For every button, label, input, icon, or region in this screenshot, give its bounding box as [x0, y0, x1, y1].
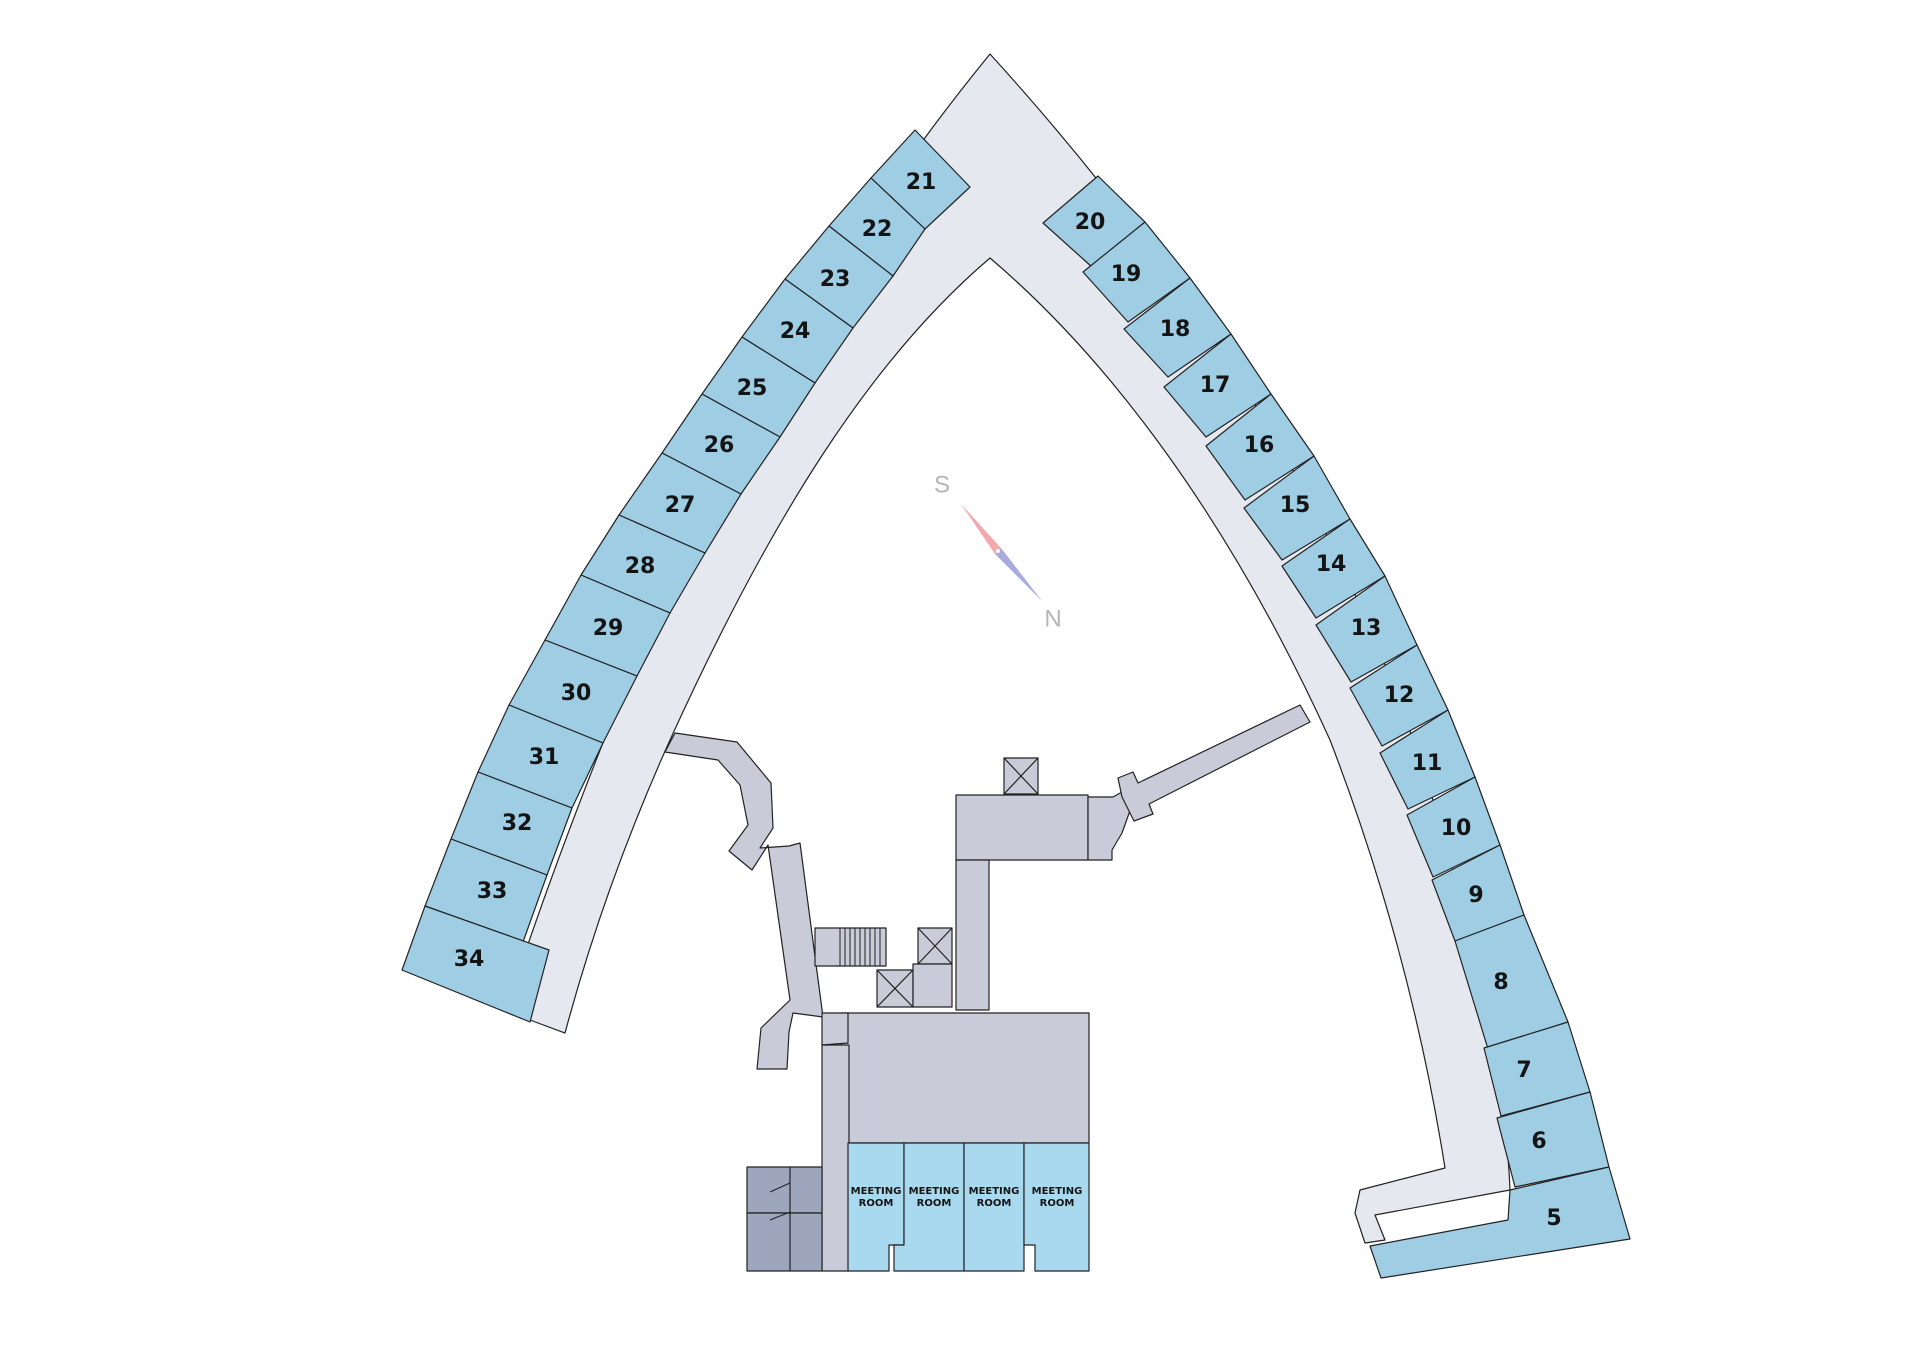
- meeting-room-1-label-2: ROOM: [859, 1198, 894, 1209]
- room-22-label: 22: [862, 217, 893, 242]
- room-5-label: 5: [1546, 1206, 1561, 1231]
- central-lobby: [840, 1012, 1090, 1144]
- room-27-label: 27: [665, 493, 696, 518]
- meeting-room-2-label-2: ROOM: [917, 1198, 952, 1209]
- room-11-label: 11: [1412, 751, 1443, 776]
- room-18-label: 18: [1160, 317, 1191, 342]
- room-28-label: 28: [625, 554, 656, 579]
- compass-north-needle-icon: [995, 548, 1042, 601]
- meeting-room-4-label: MEETING: [1032, 1186, 1083, 1197]
- room-19-label: 19: [1111, 262, 1142, 287]
- room-7-label: 7: [1516, 1058, 1531, 1083]
- room-16[interactable]: [1205, 393, 1315, 501]
- room-10[interactable]: [1406, 776, 1501, 878]
- stair-treads: [839, 928, 881, 966]
- room-14[interactable]: [1281, 518, 1386, 619]
- room-8-label: 8: [1493, 970, 1508, 995]
- meeting-room-labels: MEETING ROOM MEETING ROOM MEETING ROOM M…: [851, 1186, 1083, 1209]
- compass-south-needle-icon: [961, 504, 1001, 554]
- room-9-label: 9: [1468, 883, 1483, 908]
- room-24-label: 24: [780, 319, 811, 344]
- lobby-corner: [821, 1012, 849, 1046]
- annex-hall: [955, 794, 1089, 861]
- compass: S N: [934, 471, 1062, 632]
- room-5[interactable]: [1369, 1166, 1631, 1279]
- room-16-label: 16: [1244, 433, 1275, 458]
- room-12[interactable]: [1349, 644, 1449, 747]
- room-25-label: 25: [737, 376, 768, 401]
- storage-room-a: [746, 1166, 823, 1214]
- meeting-room-3-label-2: ROOM: [977, 1198, 1012, 1209]
- right-connector-corridor: [1117, 704, 1311, 822]
- room-13-label: 13: [1351, 616, 1382, 641]
- room-26-label: 26: [704, 433, 735, 458]
- meeting-room-4-label-2: ROOM: [1040, 1198, 1075, 1209]
- room-20-label: 20: [1075, 210, 1106, 235]
- meeting-room-2-label: MEETING: [909, 1186, 960, 1197]
- room-12-label: 12: [1384, 683, 1415, 708]
- room-11[interactable]: [1379, 709, 1476, 810]
- meeting-rooms: [847, 1142, 1090, 1272]
- room-33-label: 33: [477, 879, 508, 904]
- room-15-label: 15: [1280, 493, 1311, 518]
- room-labels: 21 22 23 24 25 26 27 28 29 30 31 32 33 3…: [454, 170, 1562, 1231]
- storage-room-b: [746, 1212, 823, 1272]
- annex-vertical-corridor: [955, 859, 990, 1011]
- annex-lobby: [1087, 791, 1133, 861]
- compass-south-label: S: [934, 471, 950, 498]
- room-7[interactable]: [1483, 1021, 1591, 1117]
- room-29-label: 29: [593, 616, 624, 641]
- room-30-label: 30: [561, 681, 592, 706]
- room-10-label: 10: [1441, 816, 1472, 841]
- room-17[interactable]: [1163, 333, 1272, 438]
- room-19[interactable]: [1082, 221, 1191, 323]
- meeting-room-3[interactable]: [963, 1142, 1025, 1272]
- room-31-label: 31: [529, 745, 560, 770]
- room-34[interactable]: [401, 905, 550, 1023]
- lobby-lower-wall: [821, 1044, 850, 1272]
- meeting-room-3-label: MEETING: [969, 1186, 1020, 1197]
- room-13[interactable]: [1315, 575, 1418, 683]
- right-wing-rooms: [1042, 175, 1631, 1279]
- room-34-label: 34: [454, 947, 485, 972]
- meeting-room-4[interactable]: [1023, 1142, 1090, 1272]
- service-room-small: [912, 963, 953, 1008]
- room-17-label: 17: [1200, 373, 1231, 398]
- room-32-label: 32: [502, 811, 533, 836]
- compass-north-label: N: [1044, 605, 1061, 632]
- room-14-label: 14: [1316, 552, 1347, 577]
- room-6-label: 6: [1531, 1129, 1546, 1154]
- room-6[interactable]: [1496, 1091, 1610, 1188]
- room-18[interactable]: [1123, 277, 1232, 378]
- meeting-room-1-label: MEETING: [851, 1186, 902, 1197]
- room-15[interactable]: [1243, 455, 1351, 561]
- left-wing-rooms: [401, 129, 971, 1023]
- left-connector-corridor: [664, 732, 824, 1070]
- room-23-label: 23: [820, 267, 851, 292]
- room-21-label: 21: [906, 170, 937, 195]
